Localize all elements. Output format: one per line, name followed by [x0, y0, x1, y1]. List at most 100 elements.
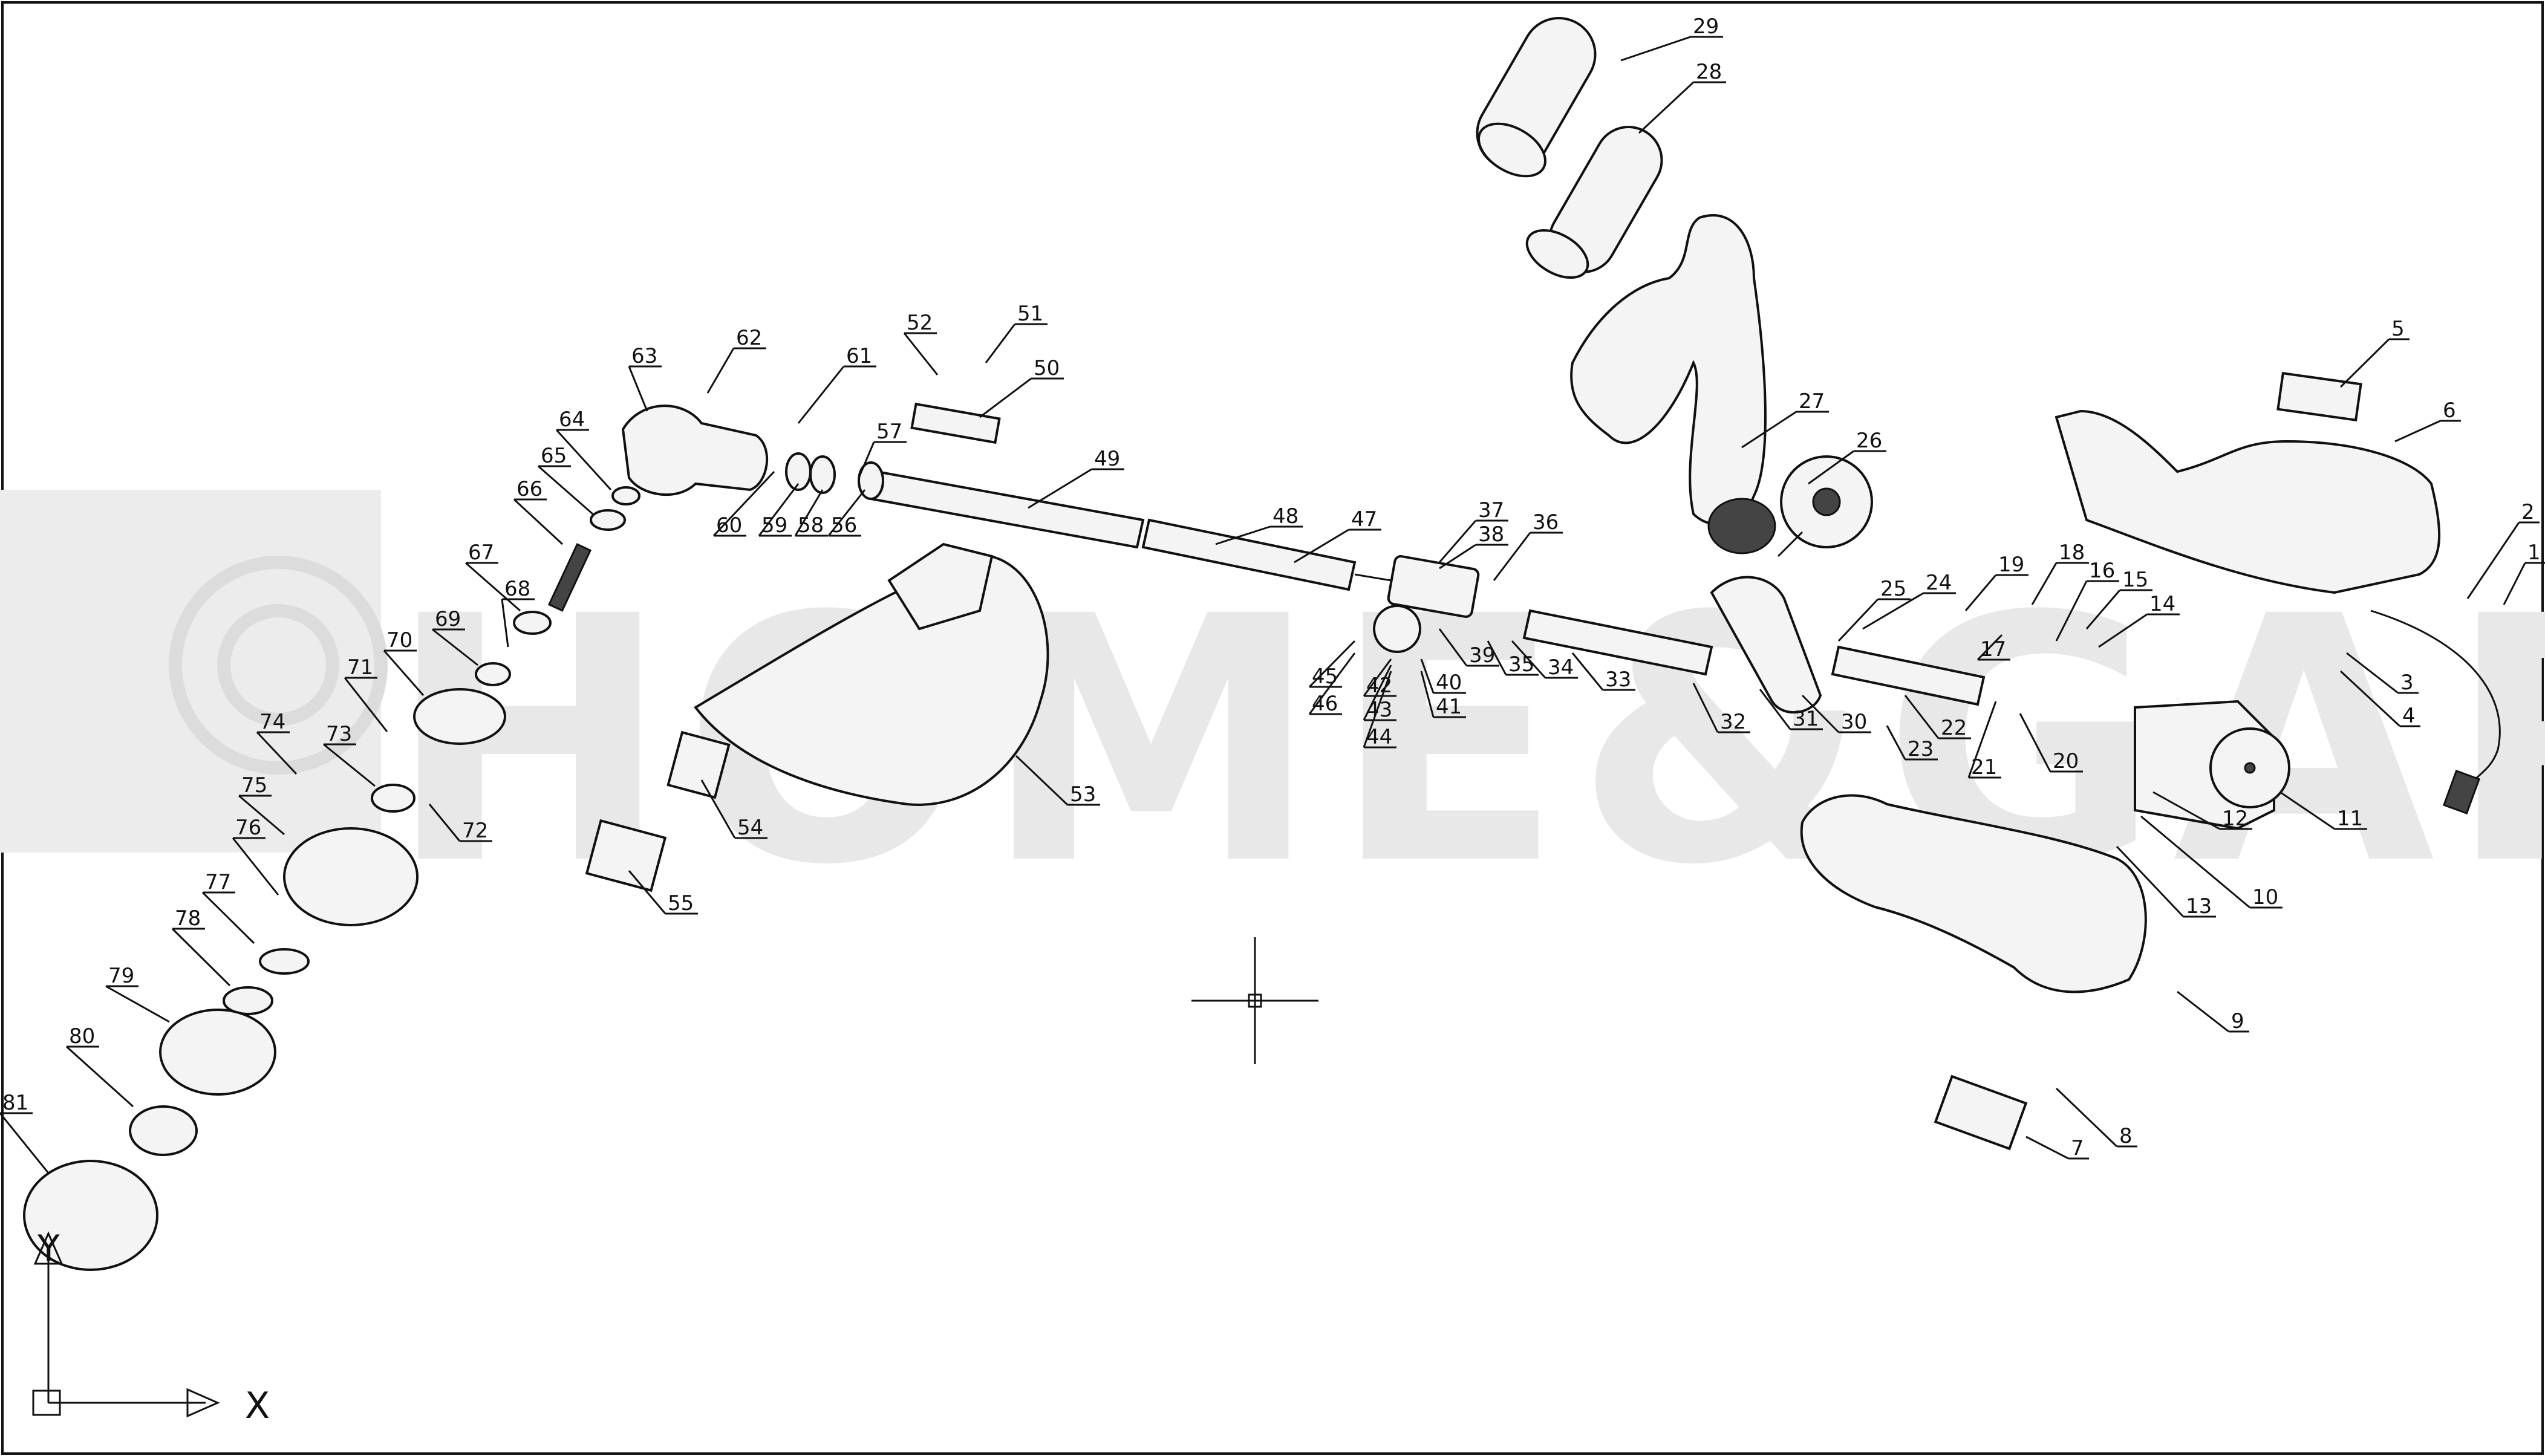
callout-number: 36 [1533, 510, 1559, 535]
bearing-stack [23, 486, 640, 1271]
callout-7: 7 [2025, 1136, 2089, 1160]
callout-leader [1964, 574, 1997, 611]
callout-leader [2503, 562, 2526, 605]
callout-number: 80 [69, 1024, 95, 1048]
callout-leader [628, 366, 648, 412]
callout-leader [1801, 694, 1840, 733]
callout-number: 73 [326, 722, 352, 746]
u-handle-knob [1707, 498, 1776, 554]
callout-number: 74 [259, 710, 285, 734]
callout-number: 65 [541, 444, 567, 468]
callout-leader [794, 489, 824, 536]
gearbox-63 [621, 405, 769, 496]
callout-number: 3 [2400, 671, 2414, 695]
callout-number: 68 [504, 577, 530, 601]
callout-53: 53 [1015, 755, 1100, 807]
knob-86-bolt [1777, 531, 1804, 557]
cover-75 [283, 827, 419, 926]
callout-10: 10 [2140, 815, 2283, 909]
callout-56: 56 [827, 489, 866, 538]
callout-number: 41 [1436, 695, 1462, 719]
callout-65: 65 [538, 444, 593, 515]
callout-number: 69 [435, 607, 461, 631]
callout-17: 17 [1976, 634, 2010, 661]
callout-number: 4 [2402, 704, 2416, 728]
callout-leader [2025, 1136, 2069, 1160]
knob-86 [1777, 455, 1873, 557]
callout-leader [2346, 652, 2399, 694]
axis-y-label: Y [37, 1227, 60, 1270]
callout-61: 61 [797, 344, 876, 424]
callout-number: 6 [2443, 398, 2456, 423]
callout-leader [1363, 665, 1392, 721]
callout-leader [501, 599, 509, 648]
callout-leader [758, 483, 800, 536]
callout-41: 41 [1420, 671, 1466, 719]
watermark-spiral-inner [217, 604, 339, 726]
callout-66: 66 [513, 477, 564, 545]
axis-x-arrow [186, 1388, 220, 1418]
callout-leader [256, 731, 298, 775]
u-handle [1570, 214, 1776, 554]
callout-number: 62 [736, 326, 762, 350]
housing-lower [1800, 794, 2147, 993]
callout-leader [1967, 701, 1997, 778]
callout-number: 1 [2527, 541, 2541, 565]
callout-54: 54 [700, 779, 767, 840]
callout-number: 63 [631, 344, 657, 368]
blade-guard [585, 542, 1049, 892]
callout-37: 37 [1438, 498, 1508, 563]
callout-leader [1976, 634, 2003, 661]
callout-leader [1215, 525, 1271, 545]
callout-number: 38 [1478, 522, 1504, 547]
callout-leader [2394, 420, 2441, 443]
callout-35: 35 [1487, 640, 1539, 677]
callout-14: 14 [2098, 592, 2180, 648]
callout-73: 73 [323, 722, 376, 787]
callout-leader [1420, 671, 1435, 718]
callout-leader [1862, 592, 1924, 630]
callout-19: 19 [1964, 553, 2029, 611]
plate-54 [666, 730, 731, 799]
callout-leader [1886, 725, 1906, 760]
callout-leader [538, 465, 593, 515]
callout-number: 25 [1880, 577, 1906, 601]
callout-number: 16 [2089, 559, 2115, 583]
callout-leader [1759, 689, 1791, 730]
callout-leader [2339, 670, 2401, 727]
callout-leader [428, 804, 461, 842]
callout-21: 21 [1967, 701, 2001, 779]
coupler-knob [1373, 605, 1421, 653]
callout-number: 21 [1971, 755, 1997, 779]
callout-leader [1571, 652, 1604, 691]
callout-leader [1638, 81, 1695, 134]
callout-40: 40 [1420, 658, 1466, 695]
callout-12: 12 [2152, 791, 2252, 831]
callout-leader [1294, 528, 1349, 564]
callout-leader [1837, 598, 1879, 642]
callout-number: 39 [1469, 643, 1495, 668]
callout-75: 75 [238, 773, 285, 836]
callout-leader [1308, 640, 1356, 688]
callout-leader [383, 650, 425, 696]
ucs-axis-icon: Y X [32, 1227, 270, 1427]
callout-leader [858, 441, 875, 478]
callout-30: 30 [1801, 694, 1871, 734]
callout-23: 23 [1886, 725, 1938, 761]
callout-number: 24 [1926, 571, 1952, 595]
callout-number: 33 [1605, 668, 1631, 692]
callout-leader [1420, 658, 1435, 694]
callout-8: 8 [2055, 1087, 2137, 1148]
callout-leader [1438, 628, 1468, 666]
callout-63: 63 [628, 344, 662, 412]
guard-mount [887, 542, 994, 631]
callout-81: 81 [0, 1091, 50, 1174]
shaft-22 [1831, 645, 1986, 706]
callout-number: 45 [1312, 665, 1338, 689]
callout-number: 19 [1998, 553, 2024, 577]
drive-cable-47 [1354, 573, 1392, 582]
plate-55 [585, 819, 667, 892]
callout-58: 58 [794, 489, 828, 538]
bracket-50 [910, 402, 1001, 444]
